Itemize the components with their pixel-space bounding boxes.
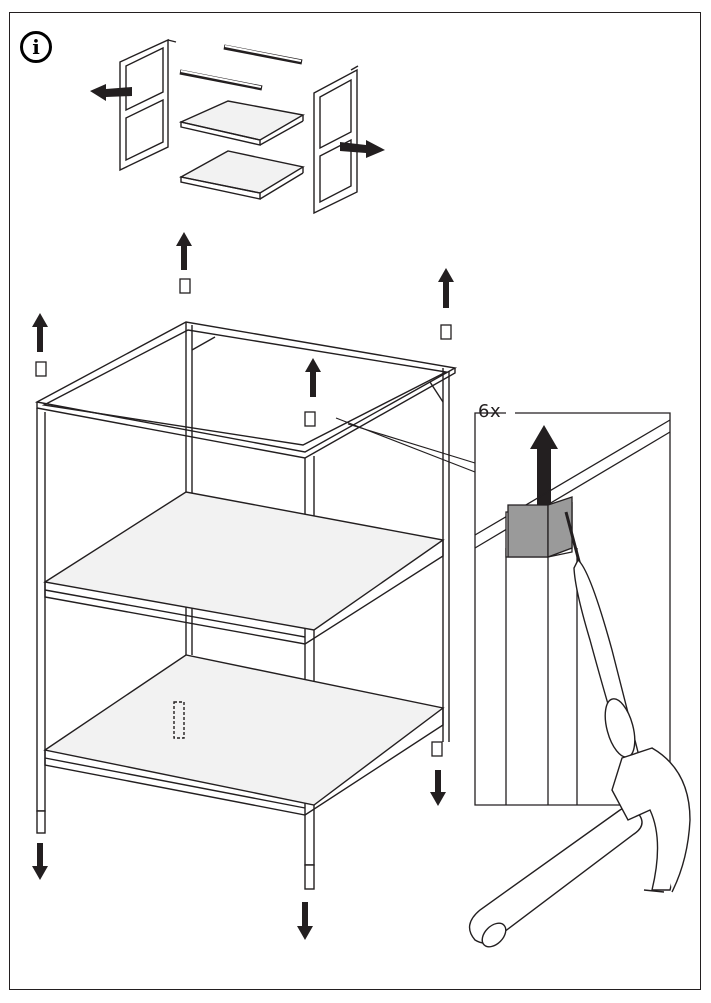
lower-shelf <box>178 150 305 200</box>
screwdriver-icon <box>564 511 642 774</box>
info-glyph: i <box>32 35 40 59</box>
end-cap <box>440 324 452 340</box>
arrow-up-icon <box>32 313 48 352</box>
middle-rail-rod <box>179 69 263 91</box>
end-cap <box>304 411 316 427</box>
left-side-panel <box>119 38 177 172</box>
right-side-panel <box>313 65 359 215</box>
arrow-down-icon <box>297 902 313 940</box>
info-icon: i <box>20 31 52 63</box>
shelf-frame <box>34 321 458 890</box>
quantity-label: 6x <box>478 401 502 422</box>
detail-inset <box>474 412 671 806</box>
callout-leader <box>335 417 476 473</box>
removal-arrows <box>32 232 558 940</box>
end-cap <box>179 278 191 294</box>
arrow-left-icon <box>90 84 132 101</box>
upper-shelf <box>178 100 305 146</box>
top-rail-rod <box>223 44 303 65</box>
exploded-panels <box>90 38 385 215</box>
arrow-up-icon <box>176 232 192 270</box>
arrow-up-icon <box>438 268 454 308</box>
end-cap-detail <box>507 504 549 558</box>
page-frame <box>9 12 701 990</box>
arrow-up-icon <box>530 425 558 505</box>
arrow-down-icon <box>32 843 48 880</box>
end-cap <box>431 741 443 757</box>
end-cap <box>35 361 47 377</box>
arrow-up-icon <box>305 358 321 397</box>
arrow-down-icon <box>430 770 446 806</box>
hammer-icon <box>468 747 691 948</box>
arrow-right-icon <box>340 140 385 158</box>
